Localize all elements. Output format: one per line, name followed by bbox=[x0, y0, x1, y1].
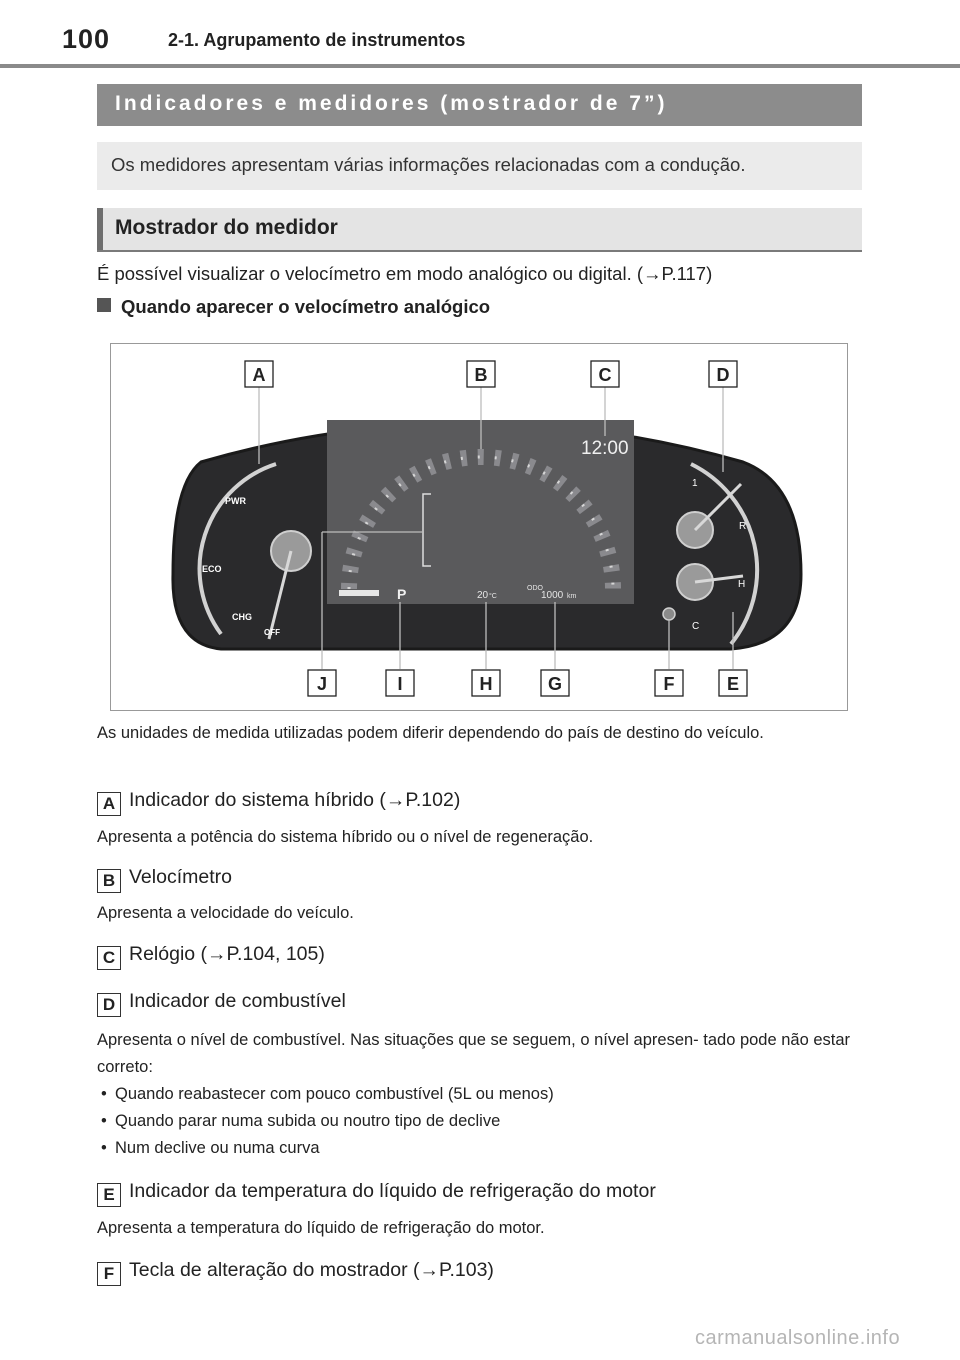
odo-label: ODO bbox=[527, 585, 544, 592]
item-d: D Indicador de combustível bbox=[97, 990, 346, 1017]
hybrid-gauge-needle bbox=[267, 550, 293, 640]
item-title: Velocímetro bbox=[129, 866, 232, 888]
speedometer-needle bbox=[339, 590, 379, 596]
odometer-value: 1000 bbox=[541, 590, 564, 601]
item-letter-box: A bbox=[97, 792, 121, 816]
callout-box-f bbox=[654, 669, 684, 697]
item-title: Indicador de combustível bbox=[129, 990, 346, 1012]
callout-boxes bbox=[244, 360, 748, 697]
item-letter-box: B bbox=[97, 869, 121, 893]
hybrid-label-eco: ECO bbox=[202, 564, 222, 574]
callout-label-a: A bbox=[253, 365, 266, 385]
item-letter-box: C bbox=[97, 946, 121, 970]
item-title: Relógio (→P.104, 105) bbox=[129, 943, 325, 965]
callout-box-i bbox=[385, 669, 415, 697]
section-intro: Os medidores apresentam várias informaçõ… bbox=[97, 142, 862, 190]
item-letter-box: F bbox=[97, 1262, 121, 1286]
item-c: C Relógio (→P.104, 105) bbox=[97, 943, 325, 970]
hybrid-gauge-arc bbox=[197, 462, 277, 636]
list-item: Num declive ou numa curva bbox=[97, 1135, 867, 1162]
callout-box-a bbox=[244, 360, 274, 388]
callout-box-e bbox=[718, 669, 748, 697]
item-d-bullets: Quando reabastecer com pouco combustível… bbox=[97, 1081, 867, 1162]
item-title: Tecla de alteração do mostrador (→P.103) bbox=[129, 1259, 494, 1281]
fuel-label-full: 1 bbox=[692, 478, 698, 489]
callout-leaders bbox=[258, 384, 734, 669]
callout-box-b bbox=[466, 360, 496, 388]
fuel-temp-gauge-arc bbox=[690, 462, 760, 646]
callout-box-h bbox=[471, 669, 501, 697]
item-letter-box: D bbox=[97, 993, 121, 1017]
callout-label-i: I bbox=[397, 674, 402, 694]
subsection-rule bbox=[97, 250, 862, 252]
callout-box-d bbox=[708, 360, 738, 388]
callout-box-j bbox=[307, 669, 337, 697]
callout-label-h: H bbox=[480, 674, 493, 694]
temp-gauge-needle bbox=[694, 574, 744, 584]
cluster-illustration: 12:00 P 20 °C ODO 1000 km PWR ECO CHG OF… bbox=[171, 360, 803, 697]
item-b: B Velocímetro bbox=[97, 866, 232, 893]
shift-indicator: P bbox=[397, 586, 406, 602]
fuel-gauge-needle bbox=[693, 482, 743, 532]
watermark: carmanualsonline.info bbox=[695, 1327, 901, 1349]
page-number: 100 bbox=[62, 24, 111, 54]
outside-temperature: 20 bbox=[477, 590, 489, 601]
temp-label-cold: C bbox=[692, 621, 699, 632]
hybrid-label-chg: CHG bbox=[232, 612, 252, 622]
figure-heading: Quando aparecer o velocímetro analógico bbox=[97, 296, 490, 318]
hybrid-label-off: OFF bbox=[264, 628, 280, 637]
section-title: Indicadores e medidores (mostrador de 7”… bbox=[97, 84, 862, 126]
speedometer-arc bbox=[341, 449, 621, 590]
callout-label-j: J bbox=[317, 674, 327, 694]
temperature-unit: °C bbox=[489, 592, 497, 600]
callout-box-g bbox=[540, 669, 570, 697]
subsection-title: Mostrador do medidor bbox=[97, 208, 862, 250]
callout-label-e: E bbox=[727, 674, 739, 694]
callout-box-c bbox=[590, 360, 620, 388]
item-a: A Indicador do sistema híbrido (→P.102) bbox=[97, 789, 460, 816]
body-paragraph: É possível visualizar o velocímetro em m… bbox=[97, 263, 713, 284]
header-rule bbox=[0, 64, 960, 68]
callout-label-d: D bbox=[717, 365, 730, 385]
item-f: F Tecla de alteração do mostrador (→P.103… bbox=[97, 1259, 494, 1286]
hybrid-label-pwr: PWR bbox=[225, 496, 246, 506]
item-title: Indicador do sistema híbrido (→P.102) bbox=[129, 789, 461, 811]
square-bullet-icon bbox=[97, 298, 111, 312]
temp-label-hot: H bbox=[738, 579, 745, 590]
callout-label-f: F bbox=[664, 674, 675, 694]
callout-label-g: G bbox=[548, 674, 562, 694]
figure-heading-text: Quando aparecer o velocímetro analógico bbox=[121, 296, 491, 317]
item-a-description: Apresenta a potência do sistema híbrido … bbox=[97, 828, 594, 846]
callout-label-c: C bbox=[599, 365, 612, 385]
running-head: 2-1. Agrupamento de instrumentos bbox=[168, 30, 466, 50]
callout-label-b: B bbox=[475, 365, 488, 385]
item-title: Indicador da temperatura do líquido de r… bbox=[129, 1180, 656, 1202]
odometer-unit: km bbox=[567, 593, 577, 600]
list-item: Quando parar numa subida ou noutro tipo … bbox=[97, 1108, 867, 1135]
units-note: As unidades de medida utilizadas podem d… bbox=[97, 724, 764, 742]
item-e-description: Apresenta a temperatura do líquido de re… bbox=[97, 1219, 545, 1237]
fuel-label-reserve: R bbox=[739, 521, 746, 532]
item-b-description: Apresenta a velocidade do veículo. bbox=[97, 904, 354, 922]
item-letter-box: E bbox=[97, 1183, 121, 1207]
clock-readout: 12:00 bbox=[581, 438, 629, 459]
list-item: Quando reabastecer com pouco combustível… bbox=[97, 1081, 867, 1108]
item-e: E Indicador da temperatura do líquido de … bbox=[97, 1180, 656, 1207]
instrument-cluster-figure: 12:00 P 20 °C ODO 1000 km PWR ECO CHG OF… bbox=[110, 343, 848, 711]
display-change-button-icon[interactable] bbox=[662, 607, 676, 621]
bracket-line bbox=[422, 493, 431, 567]
item-d-description: Apresenta o nível de combustível. Nas si… bbox=[97, 1031, 851, 1076]
